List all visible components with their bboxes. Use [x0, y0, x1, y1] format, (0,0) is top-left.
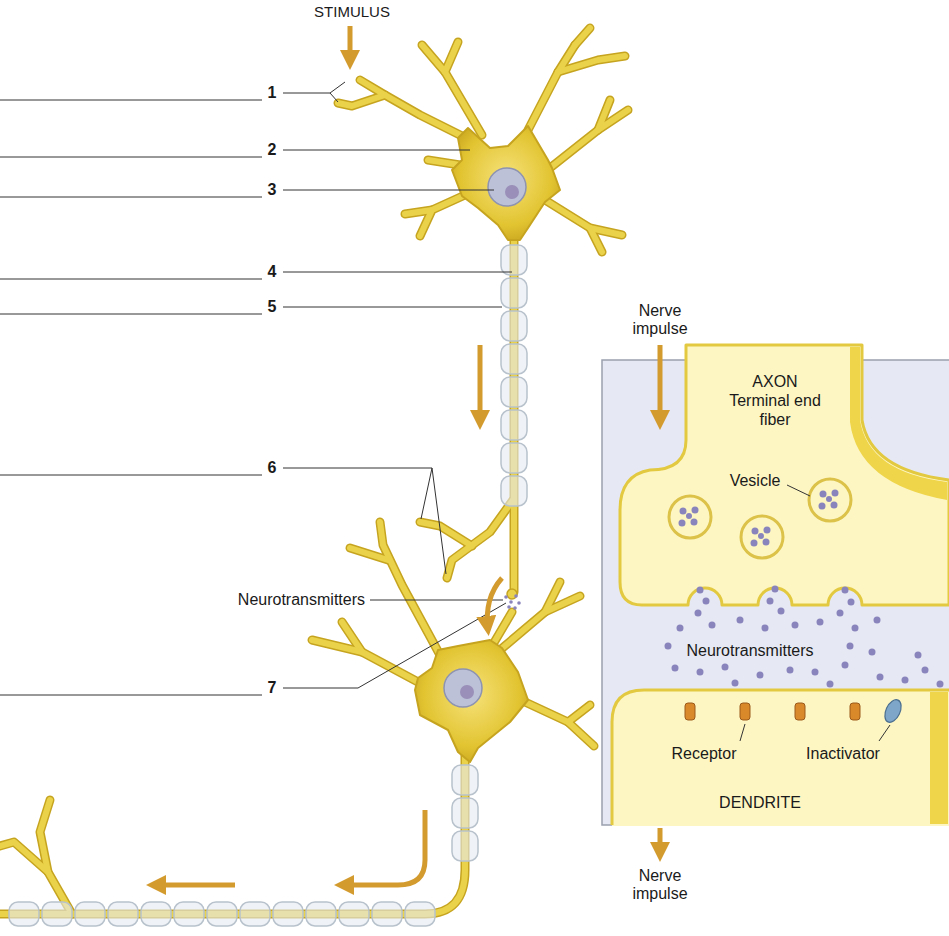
impulse-label: Nerve impulse — [620, 302, 700, 339]
region-text: Terminal end fiber — [720, 391, 830, 429]
cell-body — [452, 126, 560, 240]
dendrite-region: DENDRITE — [690, 793, 830, 812]
impulse-label: Nerve impulse — [620, 867, 700, 904]
neurotransmitter-dots — [504, 594, 521, 610]
callout-number: 7 — [268, 679, 277, 697]
nucleus — [488, 168, 526, 206]
myelin-sheath — [9, 245, 527, 926]
axon-terminal: AXONTerminal end fiber — [700, 372, 850, 430]
structure-label: Vesicle — [730, 472, 781, 490]
dendrite-shape — [612, 690, 949, 826]
neuron-processes — [0, 28, 628, 914]
callout-number: 1 — [268, 84, 277, 102]
callout-number: 5 — [268, 298, 277, 316]
stimulus-label: STIMULUS — [314, 3, 390, 20]
terminal-shading — [850, 347, 947, 500]
nucleolus — [460, 685, 474, 699]
inactivator-symbol — [882, 697, 905, 725]
callout-number: 2 — [268, 141, 277, 159]
callout-number: 6 — [268, 459, 277, 477]
synaptic-knob — [507, 589, 517, 599]
region-heading: AXON — [700, 372, 850, 391]
structure-label: Inactivator — [806, 745, 880, 763]
leader-lines — [740, 485, 890, 741]
neurotransmitter-dots — [665, 586, 944, 688]
impulse-arrows — [152, 26, 502, 885]
structure-label: Neurotransmitters — [683, 642, 816, 660]
receptors — [685, 703, 860, 720]
vesicles — [669, 479, 851, 558]
structure-label: Neurotransmitters — [238, 591, 365, 609]
callout-number: 3 — [268, 181, 277, 199]
answer-lines — [0, 100, 262, 695]
structure-label: Receptor — [672, 745, 737, 763]
axon-terminal-shape — [620, 345, 949, 605]
callout-number: 4 — [268, 263, 277, 281]
region-heading: DENDRITE — [690, 793, 830, 812]
nucleolus — [505, 185, 519, 199]
impulse-arrows — [658, 345, 663, 856]
dendrite-membrane — [612, 690, 949, 825]
dendrite-shading — [930, 692, 948, 824]
nucleus — [444, 669, 482, 707]
cell-body — [415, 640, 528, 762]
